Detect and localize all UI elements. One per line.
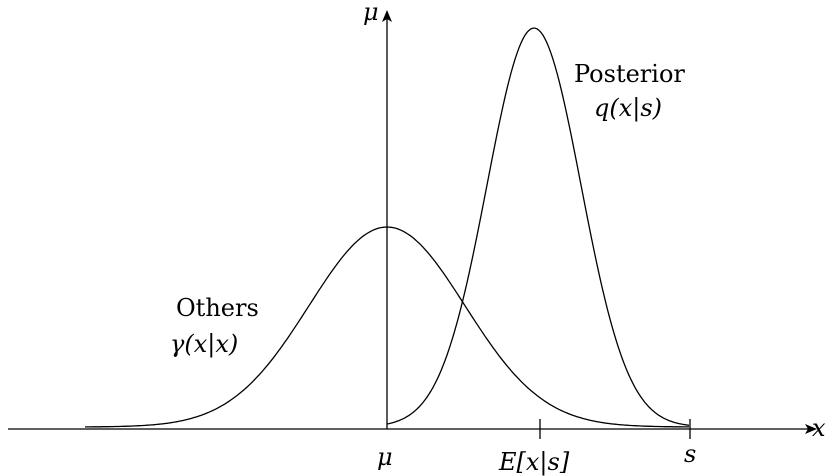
others-title: Others (176, 294, 259, 322)
y-axis-label: μ (363, 0, 379, 26)
posterior-formula: q(x|s) (594, 94, 662, 123)
x-axis-label: x (812, 414, 826, 442)
others-curve (85, 226, 689, 428)
tick-label-mu: μ (377, 443, 393, 471)
posterior-title: Posterior (574, 60, 685, 88)
others-formula: γ(x|x) (170, 330, 238, 359)
tick-label-ex: E[x|s] (498, 448, 570, 476)
tick-label-s: s (684, 440, 696, 468)
posterior-curve (386, 27, 690, 426)
